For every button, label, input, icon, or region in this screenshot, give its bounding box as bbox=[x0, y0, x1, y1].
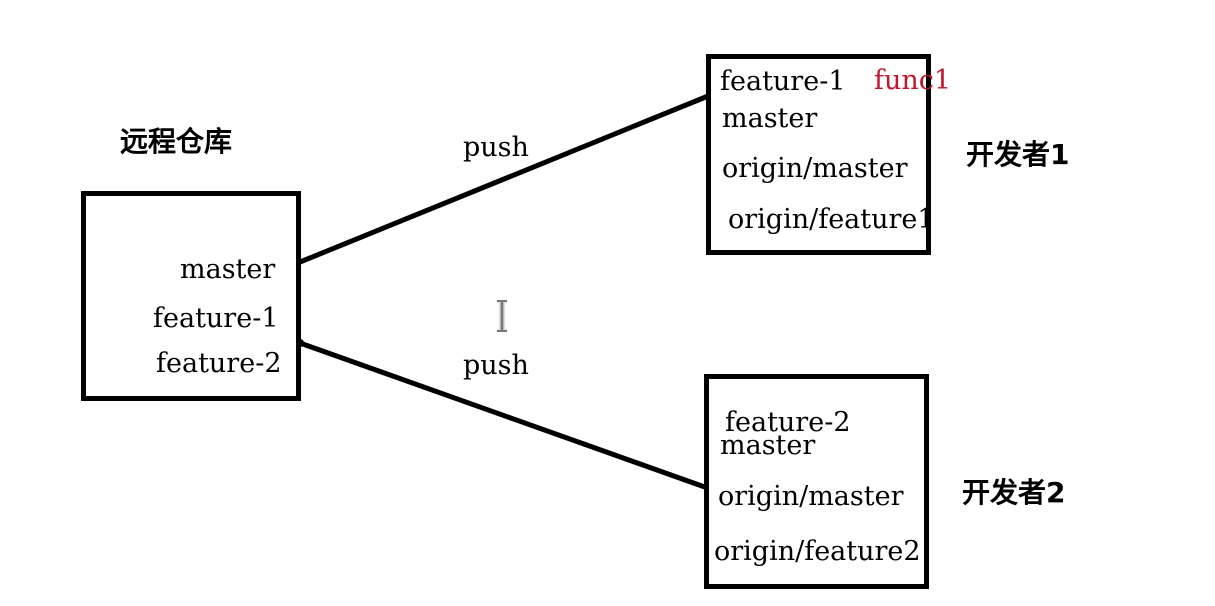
dev2-branch-master: master bbox=[720, 430, 816, 461]
remote-repo-title: 远程仓库 bbox=[120, 125, 233, 158]
dev2-label: 开发者2 bbox=[962, 476, 1066, 509]
dev1-branch-master: master bbox=[722, 103, 818, 134]
dev1-label: 开发者1 bbox=[966, 138, 1070, 171]
remote-repo-box bbox=[81, 191, 301, 401]
remote-branch-feature-2: feature-2 bbox=[156, 348, 282, 379]
dev1-annotation-func1: func1 bbox=[874, 65, 952, 96]
remote-branch-feature-1: feature-1 bbox=[153, 303, 279, 334]
text-cursor-icon bbox=[497, 300, 507, 332]
push-label-top: push bbox=[463, 132, 529, 163]
push-line-dev2 bbox=[297, 340, 719, 494]
dev2-repo-box bbox=[704, 374, 929, 589]
dev2-branch-origin-feature2: origin/feature2 bbox=[714, 536, 921, 567]
dev1-branch-feature-1: feature-1 bbox=[720, 66, 846, 97]
dev2-branch-feature-2: feature-2 bbox=[725, 407, 851, 438]
dev2-branch-origin-master: origin/master bbox=[718, 481, 904, 512]
dev1-repo-box bbox=[706, 54, 931, 255]
push-label-bottom: push bbox=[463, 350, 529, 381]
push-line-dev1 bbox=[297, 89, 721, 265]
dev1-branch-origin-master: origin/master bbox=[722, 153, 908, 184]
remote-branch-master: master bbox=[180, 254, 276, 285]
dev1-branch-origin-feature1: origin/feature1 bbox=[728, 204, 935, 235]
